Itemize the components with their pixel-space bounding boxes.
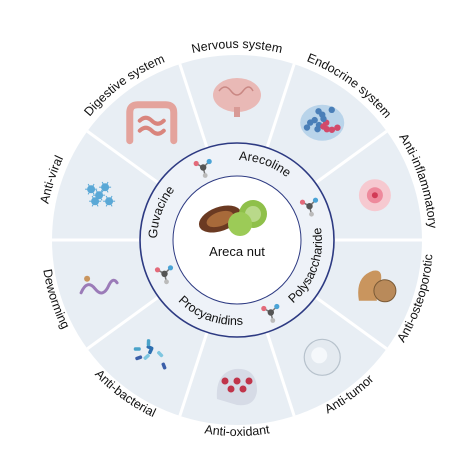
molecule-icon xyxy=(261,303,280,323)
tumor-cell-icon xyxy=(303,338,341,376)
inflammation-icon xyxy=(358,179,391,212)
endocrine-cells-icon xyxy=(300,104,345,141)
virus-icon xyxy=(85,181,116,207)
center-node: Areca nut xyxy=(198,200,267,259)
molecule-icon xyxy=(154,265,174,285)
areca-nut-icon xyxy=(198,200,267,236)
sector-dividers xyxy=(52,63,422,417)
sector-divider xyxy=(265,331,296,417)
sector-divider xyxy=(86,130,160,185)
molecule-icon xyxy=(193,158,212,178)
worm-icon xyxy=(79,275,119,295)
sector-divider xyxy=(314,295,388,350)
compound-icons xyxy=(154,158,319,323)
sector-divider xyxy=(178,63,209,149)
sector-divider xyxy=(86,295,160,350)
bacteria-icon xyxy=(133,339,167,370)
sector-divider xyxy=(265,63,296,149)
bone-icon xyxy=(358,270,397,303)
oxidant-icon xyxy=(216,368,257,406)
effect-icons xyxy=(79,78,397,406)
effect-label: Anti-oxidant xyxy=(204,422,271,439)
intestine-icon xyxy=(126,101,178,145)
center-title: Areca nut xyxy=(209,244,265,259)
brain-icon xyxy=(213,78,261,117)
effect-label: Nervous system xyxy=(190,37,284,56)
sector-divider xyxy=(178,331,209,417)
ring-layer xyxy=(52,55,422,425)
sector-divider xyxy=(314,130,388,185)
inner-ring-inner-border xyxy=(172,175,302,305)
molecule-icon xyxy=(299,197,319,217)
